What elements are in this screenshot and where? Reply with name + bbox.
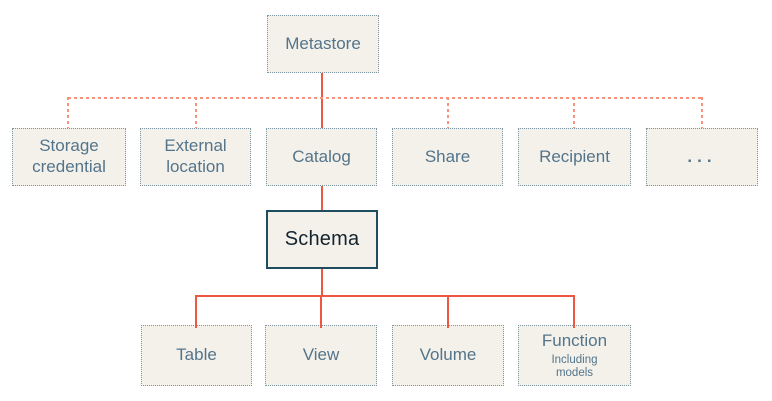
connector-catalog-schema <box>321 186 323 211</box>
node-view-label: View <box>302 345 340 365</box>
node-storage-credential: Storage credential <box>12 128 126 186</box>
connector-drop-recipient <box>573 97 575 128</box>
node-metastore: Metastore <box>267 15 379 73</box>
connector-drop-external-location <box>195 97 197 128</box>
node-metastore-label: Metastore <box>285 33 361 53</box>
node-recipient: Recipient <box>518 128 631 186</box>
node-schema-label: Schema <box>284 228 360 251</box>
node-share: Share <box>392 128 503 186</box>
connector-drop-table <box>195 295 197 328</box>
node-catalog-label: Catalog <box>292 146 351 166</box>
connector-metastore-catalog <box>321 73 323 129</box>
connector-drop-share <box>447 97 449 128</box>
node-volume-label: Volume <box>419 345 477 365</box>
node-ellipsis: ... <box>646 128 758 186</box>
node-schema: Schema <box>266 210 378 269</box>
node-function: Function Including models <box>518 325 631 386</box>
connector-drop-function <box>573 295 575 328</box>
node-ellipsis-label: ... <box>687 146 717 166</box>
node-function-sublabel: Including models <box>551 353 598 379</box>
node-table-label: Table <box>176 345 217 365</box>
connector-level2-bus <box>68 97 703 99</box>
node-function-label: Function <box>541 330 608 350</box>
node-external-location: External location <box>140 128 251 186</box>
connector-level4-bus <box>195 295 575 297</box>
connector-drop-volume <box>447 295 449 328</box>
connector-drop-view <box>320 295 322 328</box>
node-storage-credential-label: Storage credential <box>32 136 106 176</box>
connector-drop-ellipsis <box>701 97 703 128</box>
node-recipient-label: Recipient <box>539 146 610 166</box>
node-catalog: Catalog <box>266 128 377 186</box>
node-external-location-label: External location <box>164 136 227 176</box>
node-table: Table <box>141 325 252 386</box>
node-view: View <box>265 325 377 386</box>
node-volume: Volume <box>392 325 504 386</box>
node-share-label: Share <box>424 146 471 166</box>
connector-schema-bus <box>321 269 323 297</box>
connector-drop-storage-credential <box>67 97 69 128</box>
